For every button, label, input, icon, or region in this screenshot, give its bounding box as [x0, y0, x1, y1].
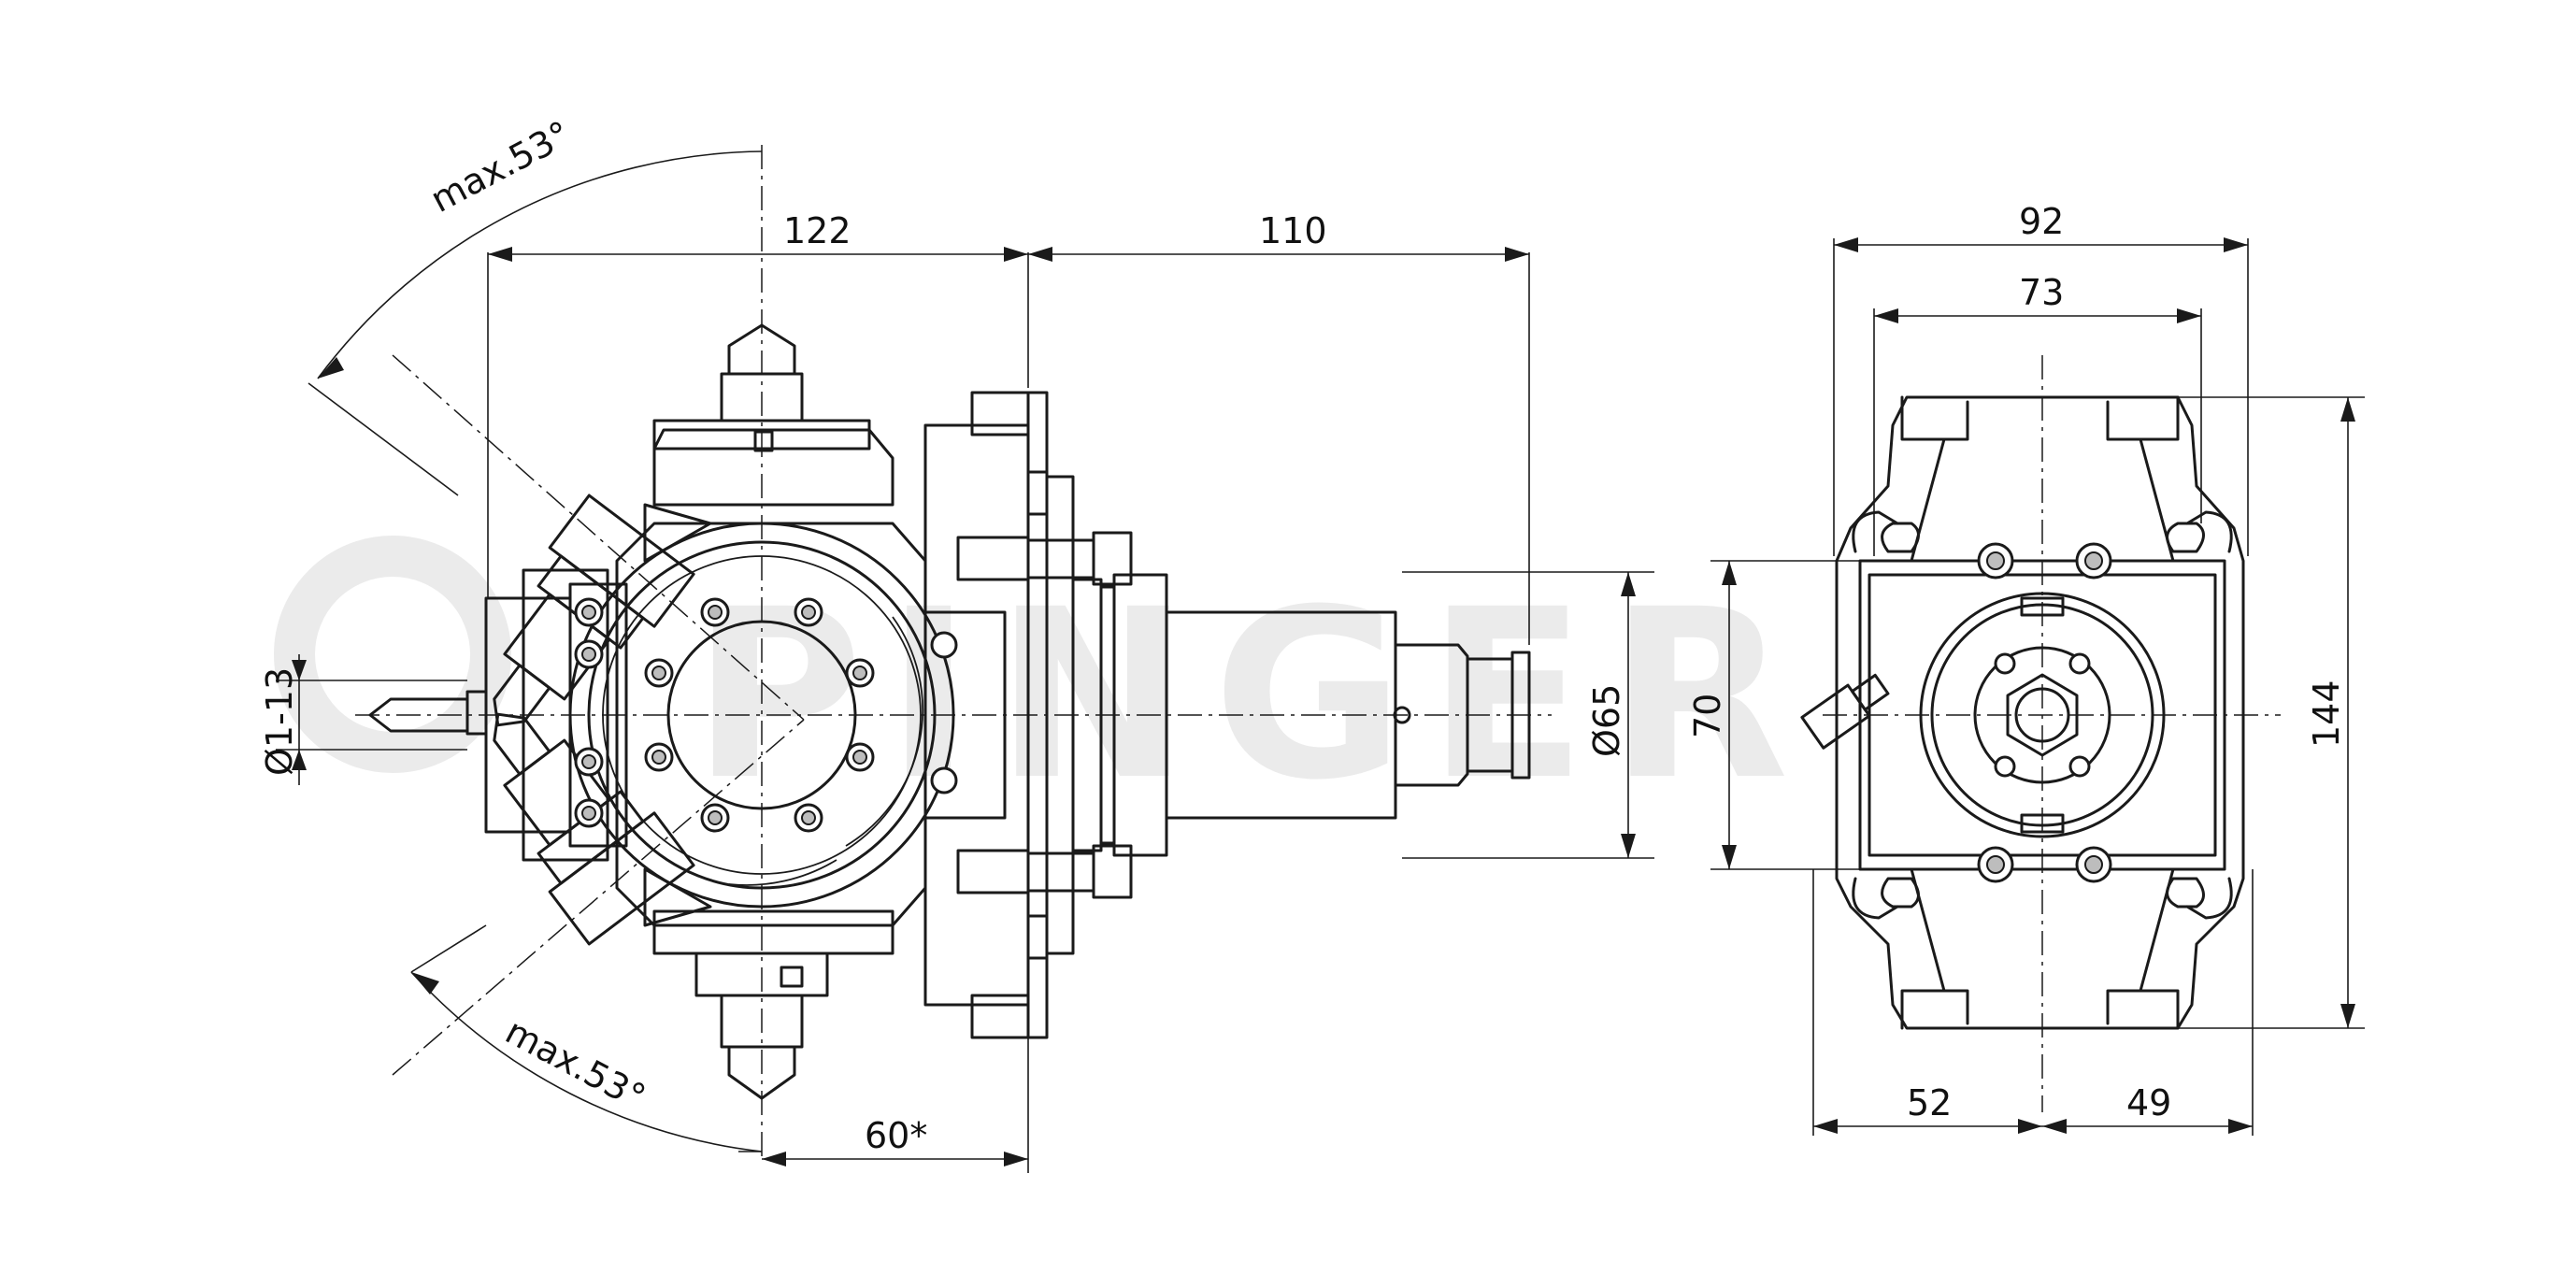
- dim-side-right: 49: [2126, 1082, 2171, 1123]
- disk-bolts: [574, 597, 958, 833]
- watermark-logo: [274, 536, 511, 773]
- watermark-text: PINGER: [692, 559, 1811, 831]
- dim-shank-length: 110: [1259, 210, 1327, 251]
- dim-overall-left: 122: [783, 210, 852, 251]
- dim-side-total-height: 144: [2306, 680, 2347, 748]
- dim-angle-top: max.53°: [424, 113, 578, 221]
- dim-side-bolt-spacing: 73: [2019, 272, 2064, 313]
- dim-shank-diameter: Ø65: [1586, 684, 1627, 757]
- dim-angle-bottom: max.53°: [499, 1010, 652, 1118]
- dim-side-left: 52: [1907, 1082, 1952, 1123]
- front-view: [276, 145, 1654, 1173]
- dim-offset: 60*: [865, 1115, 927, 1156]
- dim-side-height: 70: [1687, 694, 1728, 738]
- dim-side-width: 92: [2019, 201, 2064, 242]
- dim-clamp-range: Ø1-13: [259, 667, 300, 776]
- side-view: [1710, 237, 2365, 1136]
